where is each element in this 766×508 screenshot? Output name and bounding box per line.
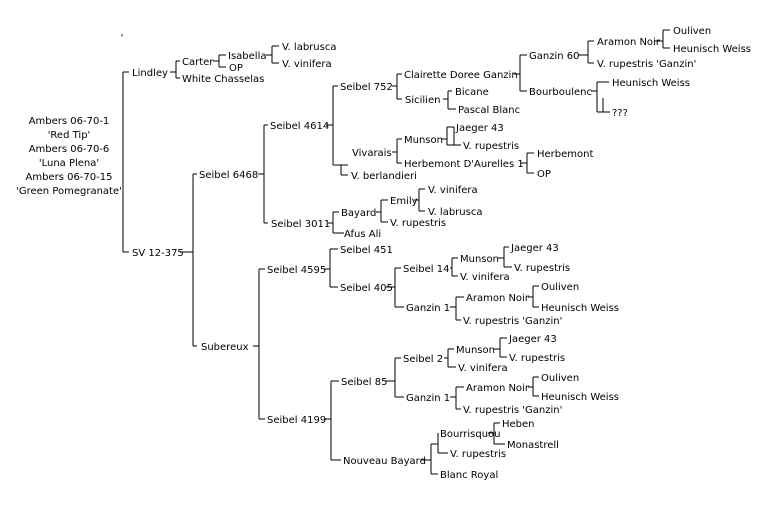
node-aramon-noir-2: Aramon Noir bbox=[466, 293, 530, 304]
node-herbemont-op: OP bbox=[537, 169, 551, 180]
root-line: Ambers 06-70-6 bbox=[29, 144, 110, 155]
node-seibel405: Seibel 405 bbox=[340, 283, 393, 294]
node-seibel451: Seibel 451 bbox=[340, 245, 393, 256]
node-jaeger-2: Jaeger 43 bbox=[510, 243, 559, 254]
node-ouliven-3: Ouliven bbox=[541, 373, 579, 384]
node-monastrell: Monastrell bbox=[507, 440, 559, 451]
node-blanc-royal: Blanc Royal bbox=[440, 470, 498, 481]
node-afus-ali: Afus Ali bbox=[344, 229, 381, 240]
node-white-chasselas: White Chasselas bbox=[182, 74, 264, 85]
node-rupestris-ganzin-1: V. rupestris 'Ganzin' bbox=[597, 59, 696, 70]
node-seibel6468: Seibel 6468 bbox=[199, 170, 258, 181]
node-herbemont: Herbemont bbox=[537, 149, 593, 160]
node-rupestris-ganzin-3: V. rupestris 'Ganzin' bbox=[463, 405, 562, 416]
node-rupestris-3: V. rupestris bbox=[509, 353, 565, 364]
node-heben: Heben bbox=[502, 419, 535, 430]
node-ganzin60: Ganzin 60 bbox=[529, 51, 579, 62]
node-clairette: Clairette Doree Ganzin bbox=[404, 70, 518, 81]
node-carter-op: OP bbox=[229, 63, 243, 74]
node-emily-vinifera: V. vinifera bbox=[428, 185, 478, 196]
root-line: 'Green Pomegranate' bbox=[16, 186, 122, 197]
node-heunisch-1: Heunisch Weiss bbox=[673, 44, 751, 55]
tree-connectors bbox=[122, 29, 670, 475]
node-seibel4595: Seibel 4595 bbox=[267, 265, 326, 276]
node-nouveau-bayard: Nouveau Bayard bbox=[343, 456, 426, 467]
node-seibel4199: Seibel 4199 bbox=[267, 415, 326, 426]
node-seibel14: Seibel 14 bbox=[403, 264, 449, 275]
node-ouliven-2: Ouliven bbox=[541, 282, 579, 293]
node-vinifera-2: V. vinifera bbox=[460, 272, 510, 283]
node-bourboulenc: Bourboulenc bbox=[529, 87, 592, 98]
node-subereux: Subereux bbox=[201, 342, 249, 353]
node-munson-2: Munson bbox=[460, 254, 499, 265]
node-herbemont-daurelles: Herbemont D'Aurelles 1 bbox=[404, 159, 524, 170]
node-jaeger-3: Jaeger 43 bbox=[508, 334, 557, 345]
node-isabella-vinifera: V. vinifera bbox=[282, 59, 332, 70]
node-seibel752: Seibel 752 bbox=[340, 82, 393, 93]
node-heunisch-2: Heunisch Weiss bbox=[612, 78, 690, 89]
node-bicane: Bicane bbox=[455, 87, 489, 98]
root-line: 'Red Tip' bbox=[48, 130, 91, 141]
node-isabella-labrusca: V. labrusca bbox=[282, 42, 336, 53]
node-berlandieri: V. berlandieri bbox=[351, 171, 417, 182]
node-jaeger-1: Jaeger 43 bbox=[455, 123, 504, 134]
node-emily-labrusca: V. labrusca bbox=[428, 207, 482, 218]
node-ganzin1-b: Ganzin 1 bbox=[406, 393, 450, 404]
node-ganzin1-a: Ganzin 1 bbox=[406, 303, 450, 314]
node-vinifera-3: V. vinifera bbox=[458, 363, 508, 374]
node-sicilien: Sicilien bbox=[405, 95, 440, 106]
root-line: 'Luna Plena' bbox=[39, 158, 99, 169]
node-munson-1: Munson bbox=[404, 135, 443, 146]
node-bayard: Bayard bbox=[341, 208, 376, 219]
node-sv12375: SV 12-375 bbox=[132, 248, 184, 259]
node-seibel4614: Seibel 4614 bbox=[270, 121, 329, 132]
node-bayard-rupestris: V. rupestris bbox=[390, 218, 446, 229]
stray-mark: ' bbox=[121, 33, 124, 44]
node-seibel2: Seibel 2 bbox=[403, 354, 443, 365]
root-line: Ambers 06-70-15 bbox=[26, 172, 113, 183]
node-nb-rupestris: V. rupestris bbox=[450, 449, 506, 460]
node-seibel85: Seibel 85 bbox=[341, 377, 387, 388]
node-heunisch-4: Heunisch Weiss bbox=[541, 392, 619, 403]
node-bourrisquou: Bourrisquou bbox=[440, 429, 501, 440]
node-pascal-blanc: Pascal Blanc bbox=[458, 105, 520, 116]
node-seibel3011: Seibel 3011 bbox=[271, 219, 330, 230]
node-isabella: Isabella bbox=[228, 51, 266, 62]
node-vivarais: Vivarais bbox=[352, 148, 392, 159]
node-ouliven-1: Ouliven bbox=[673, 26, 711, 37]
node-rupestris-1: V. rupestris bbox=[463, 141, 519, 152]
node-munson-3: Munson bbox=[456, 345, 495, 356]
node-aramon-noir-1: Aramon Noir bbox=[597, 37, 661, 48]
node-heunisch-3: Heunisch Weiss bbox=[541, 303, 619, 314]
node-lindley: Lindley bbox=[132, 68, 168, 79]
node-emily: Emily bbox=[390, 196, 418, 207]
node-rupestris-2: V. rupestris bbox=[514, 263, 570, 274]
node-rupestris-ganzin-2: V. rupestris 'Ganzin' bbox=[463, 316, 562, 327]
node-aramon-noir-3: Aramon Noir bbox=[466, 383, 530, 394]
node-carter: Carter bbox=[182, 57, 214, 68]
node-labels: Lindley Carter Isabella V. labrusca V. v… bbox=[132, 26, 751, 481]
node-unknown: ??? bbox=[612, 108, 628, 119]
root-line: Ambers 06-70-1 bbox=[29, 116, 110, 127]
root-label: Ambers 06-70-1 'Red Tip' Ambers 06-70-6 … bbox=[16, 116, 122, 197]
